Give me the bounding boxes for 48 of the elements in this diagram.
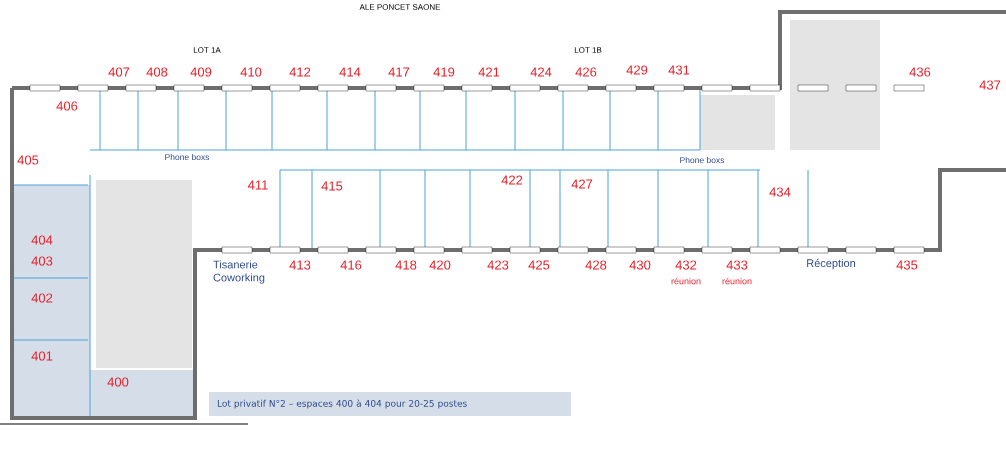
room-number: 412 [289,67,311,77]
room-number: 417 [388,67,410,77]
room-number: 425 [528,260,550,270]
lot-label: LOT 1B [574,47,602,53]
room-number: 423 [487,260,509,270]
area-label: Phone boxs [165,153,210,161]
room-number: 424 [530,67,552,77]
room-number: 403 [31,256,53,266]
room-number: 420 [429,260,451,270]
room-number: 405 [17,155,39,165]
room-number: 404 [31,235,53,245]
area-label: Phone boxs [680,156,725,164]
room-number: 437 [979,80,1001,90]
room-number: 429 [626,65,648,75]
room-number: 427 [571,179,593,189]
room-number: 411 [247,180,268,190]
room-label: réunion [722,277,752,285]
room-number: 402 [31,293,53,303]
room-number: 415 [321,181,343,191]
room-number: 433 [726,260,748,270]
room-number: 407 [108,67,130,77]
area-label: Tisanerie Coworking [213,260,265,284]
room-number: 435 [896,260,918,270]
room-number: 400 [107,377,129,387]
room-number: 422 [501,175,523,185]
room-number: 406 [56,101,78,111]
room-number: 419 [433,67,455,77]
room-number: 413 [289,260,311,270]
lot-label: LOT 1A [193,47,221,53]
room-number: 409 [190,67,212,77]
room-number: 416 [340,260,362,270]
room-number: 418 [395,260,417,270]
room-number: 432 [675,260,697,270]
room-number: 408 [146,67,168,77]
note-box: Lot privatif N°2 – espaces 400 à 404 pour 20-25 postes [209,392,571,416]
area-label: Réception [807,258,856,270]
room-number: 434 [769,187,791,197]
room-number: 414 [339,67,361,77]
room-number: 431 [668,65,690,75]
room-number: 410 [240,67,262,77]
room-label: réunion [671,277,701,285]
room-number: 426 [575,67,597,77]
room-number: 430 [629,260,651,270]
room-number: 421 [478,67,500,77]
room-number: 428 [585,260,607,270]
room-number: 436 [909,67,931,77]
street-name: ALE PONCET SAONE [359,4,441,10]
room-number: 401 [31,351,53,361]
